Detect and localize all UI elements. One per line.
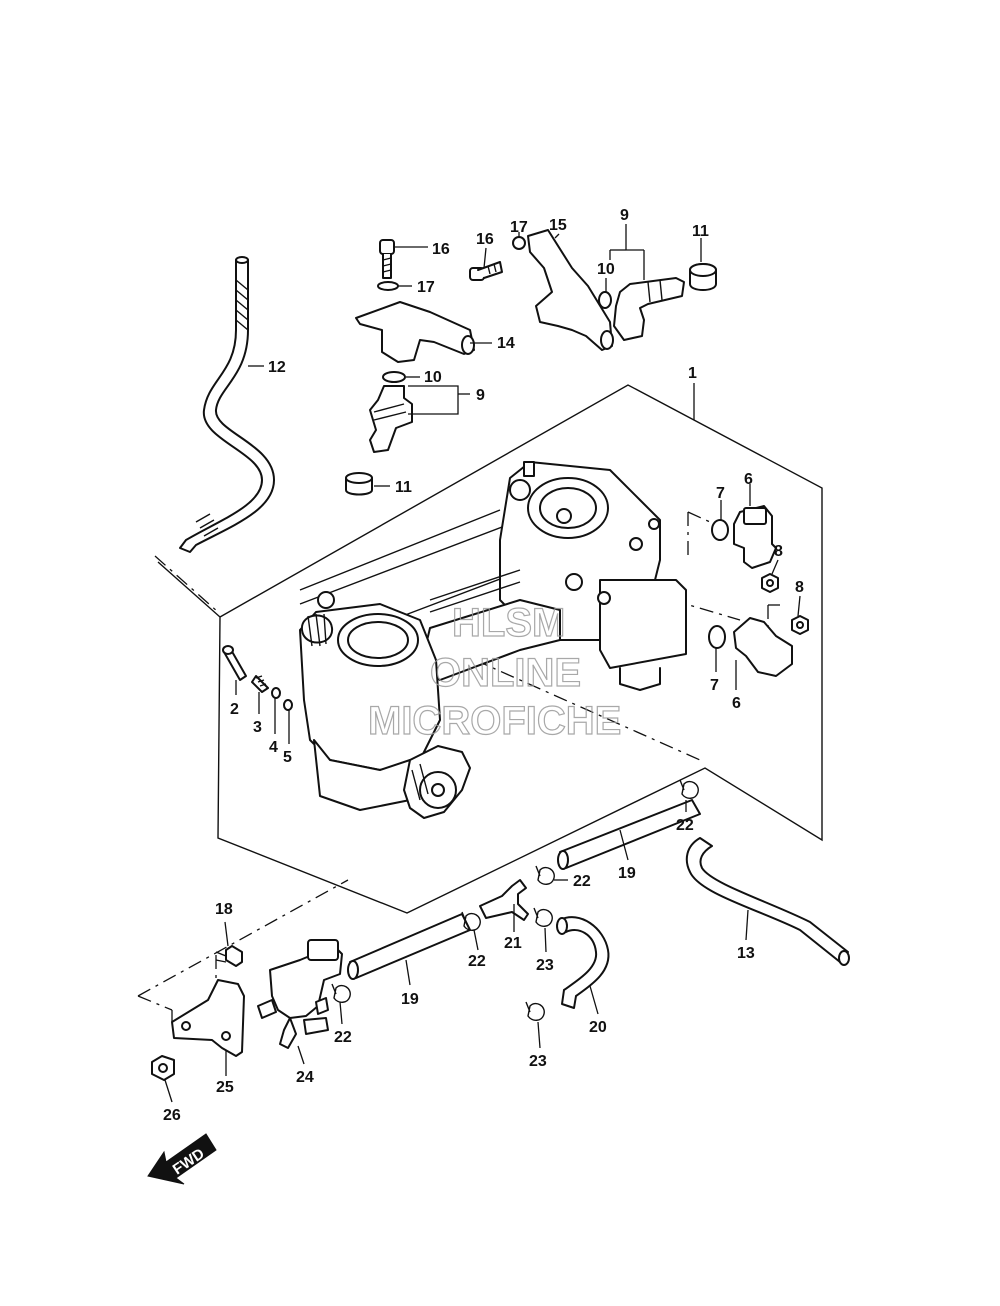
callout-17a: 17: [417, 279, 435, 296]
callout-16a: 16: [432, 241, 450, 258]
callout-11a: 11: [692, 223, 709, 240]
callout-8a: 8: [774, 543, 783, 560]
upper-injector-group: [345, 239, 475, 496]
solenoid-valve-group: [151, 939, 343, 1081]
callout-26: 26: [163, 1107, 181, 1124]
watermark-line-2: ONLINE: [430, 651, 581, 695]
callout-13: 13: [737, 945, 755, 962]
callout-8b: 8: [795, 579, 804, 596]
callout-6b: 6: [732, 695, 741, 712]
callout-24: 24: [296, 1069, 314, 1086]
watermark: HLSM ONLINE MICROFICHE: [367, 600, 622, 743]
callout-6a: 6: [744, 471, 753, 488]
callout-9b: 9: [476, 387, 485, 404]
callout-9a: 9: [620, 207, 629, 224]
callout-22a: 22: [676, 817, 694, 834]
assembly-outline: [157, 383, 823, 914]
callout-12: 12: [268, 359, 286, 376]
right-injector-group: [469, 229, 717, 351]
callout-labels: 1 2 3 4 5 6 6 7 7 8 8 9 9 10 10 11 11 12…: [163, 207, 804, 1124]
callout-15: 15: [549, 217, 567, 234]
watermark-line-3: MICROFICHE: [368, 699, 621, 743]
callout-22d: 22: [334, 1029, 352, 1046]
watermark-line-1: HLSM: [452, 601, 565, 645]
callout-10b: 10: [424, 369, 442, 386]
part-12-fuel-hose: [179, 256, 275, 553]
callout-22b: 22: [573, 873, 591, 890]
idle-screw-parts: [222, 645, 293, 711]
callout-25: 25: [216, 1079, 234, 1096]
callout-5: 5: [283, 749, 292, 766]
callout-16b: 16: [476, 231, 494, 248]
callout-7a: 7: [716, 485, 725, 502]
callout-21: 21: [504, 935, 522, 952]
callout-19b: 19: [401, 991, 419, 1008]
fwd-arrow-icon: FWD: [147, 1133, 217, 1185]
callout-2: 2: [230, 701, 239, 718]
callout-7b: 7: [710, 677, 719, 694]
lower-hoses: [331, 779, 701, 1021]
callout-11b: 11: [395, 479, 412, 496]
leader-lines: [164, 224, 801, 1103]
callout-17b: 17: [510, 219, 528, 236]
callout-22c: 22: [468, 953, 486, 970]
callout-14: 14: [497, 335, 515, 352]
callout-4: 4: [269, 739, 278, 756]
callout-10a: 10: [597, 261, 615, 278]
callout-3: 3: [253, 719, 262, 736]
callout-20: 20: [589, 1019, 607, 1036]
callout-19a: 19: [618, 865, 636, 882]
sensor-parts: [708, 505, 809, 677]
callout-23a: 23: [536, 957, 554, 974]
callout-18: 18: [215, 901, 233, 918]
callout-23b: 23: [529, 1053, 547, 1070]
throttle-body: [299, 461, 687, 819]
part-13-hose: [685, 837, 850, 966]
callout-1: 1: [688, 365, 697, 382]
